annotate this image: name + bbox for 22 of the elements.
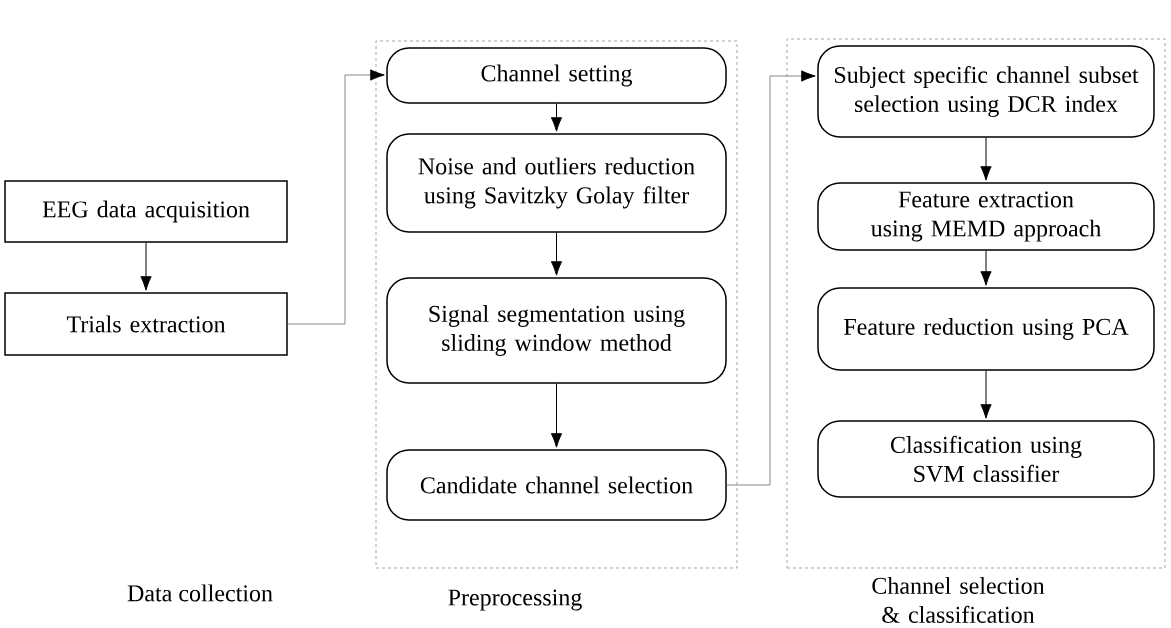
rounded-process-box: Channel setting [386, 47, 727, 104]
arrow [980, 137, 992, 181]
rounded-process-box: Subject specific channel subset selection using DCR index [817, 45, 1155, 138]
section-label: Data collection [127, 584, 273, 602]
rounded-process-box: Classification using SVM classifier [817, 420, 1155, 498]
arrow [726, 70, 816, 486]
process-box: Trials extraction [4, 292, 288, 356]
arrow [980, 370, 992, 419]
arrow [550, 103, 563, 132]
arrow [287, 69, 385, 325]
group-heading: Channel selection & classification [872, 577, 1045, 623]
rounded-process-box: Noise and outliers reduction using Savitzky Golay filter [386, 133, 727, 233]
arrow [140, 242, 152, 291]
rounded-process-box: Signal segmentation using sliding window method [386, 277, 727, 384]
arrow [980, 250, 992, 286]
arrow [550, 232, 563, 276]
process-box: EEG data acquisition [4, 180, 288, 243]
arrow [550, 383, 563, 448]
group-heading: Preprocessing [448, 589, 582, 611]
rounded-process-box: Candidate channel selection [386, 449, 727, 521]
rounded-process-box: Feature extraction using MEMD approach [817, 182, 1155, 251]
rounded-process-box: Feature reduction using PCA [817, 287, 1155, 371]
